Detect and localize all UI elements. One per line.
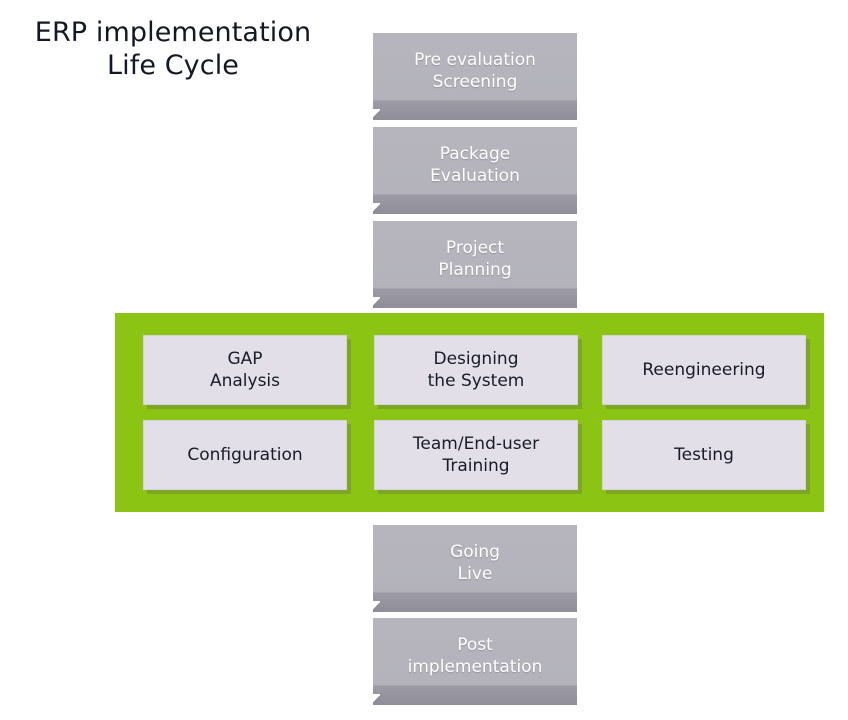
stage-box-going-live: Going Live xyxy=(373,525,577,612)
phase-box-label: Team/End-user Training xyxy=(412,434,540,476)
phase-box-label: Reengineering xyxy=(642,360,766,380)
stage-box-label: Going Live xyxy=(450,542,500,584)
phase-box-configuration: Configuration xyxy=(143,420,347,490)
phase-box-label: Testing xyxy=(674,445,734,465)
stage-box-pre-evaluation-screening: Pre evaluation Screening xyxy=(373,33,577,120)
stage-box-post-implementation: Post implementation xyxy=(373,618,577,705)
phase-box-team-end-user-training: Team/End-user Training xyxy=(374,420,578,490)
stage-box-label: Project Planning xyxy=(438,238,512,280)
implementation-phase-panel: GAP Analysis Designing the System Reengi… xyxy=(115,313,824,512)
phase-box-gap-analysis: GAP Analysis xyxy=(143,335,347,405)
phase-box-designing-the-system: Designing the System xyxy=(374,335,578,405)
page-title: ERP implementation Life Cycle xyxy=(34,17,312,81)
stage-box-project-planning: Project Planning xyxy=(373,221,577,308)
stage-box-package-evaluation: Package Evaluation xyxy=(373,127,577,214)
phase-box-testing: Testing xyxy=(602,420,806,490)
phase-box-label: Designing the System xyxy=(427,349,525,391)
phase-box-label: GAP Analysis xyxy=(209,349,281,391)
stage-box-label: Pre evaluation Screening xyxy=(414,50,536,92)
stage-box-label: Post implementation xyxy=(407,635,543,677)
stage-box-label: Package Evaluation xyxy=(430,144,520,186)
phase-box-reengineering: Reengineering xyxy=(602,335,806,405)
phase-box-label: Configuration xyxy=(187,445,303,465)
